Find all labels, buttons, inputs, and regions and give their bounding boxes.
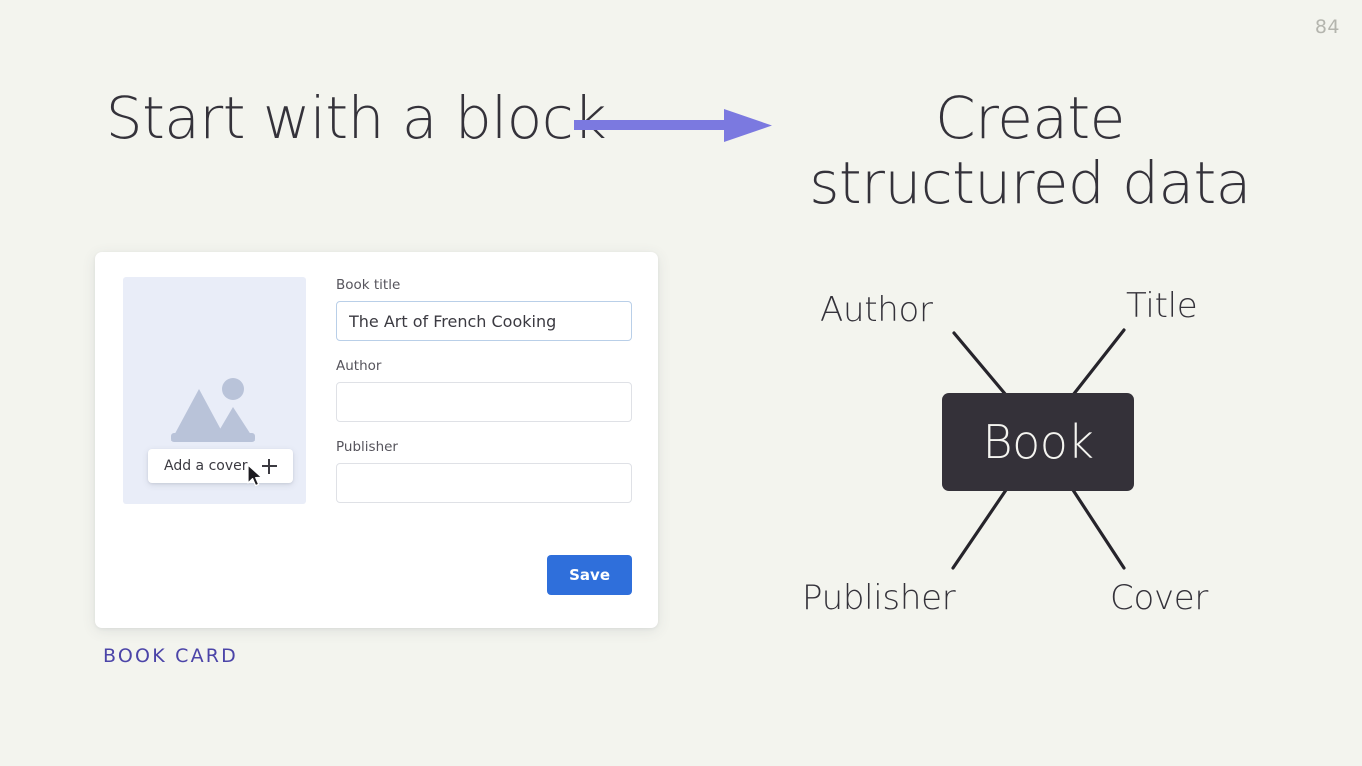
plus-icon (261, 458, 277, 474)
author-input[interactable] (336, 382, 632, 422)
label-book-title: Book title (336, 277, 401, 293)
diagram-node-cover: Cover (1110, 578, 1209, 618)
card-actions: Save (336, 555, 632, 595)
diagram-node-title: Title (1126, 286, 1198, 326)
book-title-input[interactable] (336, 301, 632, 341)
book-form: Book title Author Publisher (336, 277, 632, 520)
field-author: Author (336, 358, 632, 422)
arrow-right-icon (574, 108, 774, 144)
heading-right: Create structured data (809, 84, 1251, 217)
add-cover-label: Add a cover (164, 458, 248, 474)
book-card: Add a cover Book title Author Publisher … (95, 252, 658, 628)
publisher-input[interactable] (336, 463, 632, 503)
label-publisher: Publisher (336, 439, 398, 455)
structured-data-diagram: Book Author Title Publisher Cover (790, 270, 1260, 630)
diagram-connector-lines (951, 328, 1126, 570)
image-placeholder-icon (169, 373, 261, 451)
field-book-title: Book title (336, 277, 632, 341)
diagram-center-node-label: Book (982, 415, 1094, 469)
field-publisher: Publisher (336, 439, 632, 503)
save-button[interactable]: Save (547, 555, 632, 595)
cover-placeholder[interactable]: Add a cover (123, 277, 306, 504)
add-cover-button[interactable]: Add a cover (148, 449, 293, 483)
diagram-center-node: Book (942, 393, 1134, 491)
diagram-node-publisher: Publisher (802, 578, 956, 618)
book-card-caption: BOOK CARD (103, 645, 239, 667)
page-number: 84 (1314, 16, 1340, 38)
heading-left: Start with a block (105, 84, 607, 152)
diagram-node-author: Author (820, 290, 933, 330)
label-author: Author (336, 358, 382, 374)
